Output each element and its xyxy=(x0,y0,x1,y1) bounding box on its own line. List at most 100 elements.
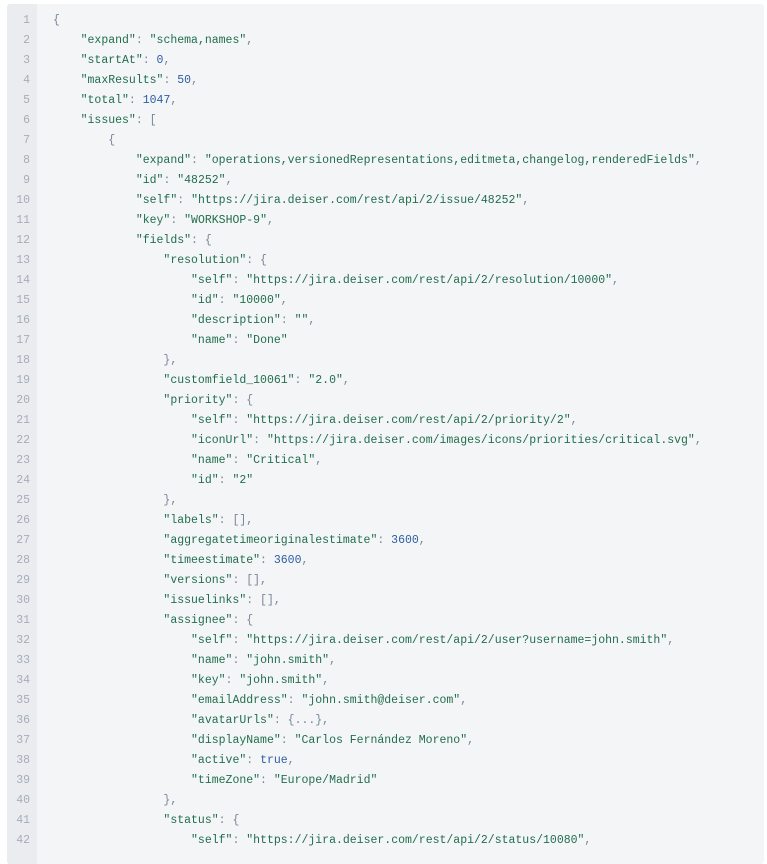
json-key: "expand" xyxy=(80,34,136,47)
json-key: "expand" xyxy=(135,154,192,167)
json-punctuation: , xyxy=(570,414,578,427)
json-punctuation: , xyxy=(163,54,171,67)
code-line: }, xyxy=(53,351,764,371)
json-number: 3600 xyxy=(391,534,419,547)
code-line: "fields": { xyxy=(53,231,764,251)
code-line: "self": "https://jira.deiser.com/rest/ap… xyxy=(53,631,764,651)
code-line: "self": "https://jira.deiser.com/rest/ap… xyxy=(53,271,764,291)
json-punctuation: { xyxy=(53,14,60,27)
json-key: "labels" xyxy=(163,514,219,527)
json-string: "Done" xyxy=(246,334,288,347)
line-number: 5 xyxy=(23,94,30,107)
code-content[interactable]: { "expand": "schema,names", "startAt": 0… xyxy=(37,4,764,864)
json-punctuation: , xyxy=(280,294,288,307)
indent xyxy=(53,94,81,107)
json-punctuation: : xyxy=(232,654,247,667)
indent xyxy=(53,214,136,227)
json-key: "self" xyxy=(135,194,178,207)
indent xyxy=(53,574,163,587)
indent xyxy=(53,414,191,427)
json-key: "self" xyxy=(191,834,233,847)
indent xyxy=(53,74,81,87)
json-key: "aggregatetimeoriginalestimate" xyxy=(163,534,378,547)
indent xyxy=(53,654,191,667)
indent xyxy=(53,794,163,807)
json-key: "id" xyxy=(191,294,219,307)
code-line: { xyxy=(53,131,764,151)
code-line: "description": "", xyxy=(53,311,764,331)
json-punctuation: : xyxy=(246,754,261,767)
json-string: "https://jira.deiser.com/rest/api/2/issu… xyxy=(191,194,523,207)
json-string: "" xyxy=(294,314,309,327)
json-punctuation: : {...}, xyxy=(273,714,330,727)
json-number: 50 xyxy=(177,74,192,87)
indent xyxy=(53,174,136,187)
line-number: 38 xyxy=(16,754,30,767)
code-line: "issues": [ xyxy=(53,111,764,131)
line-number: 27 xyxy=(16,534,30,547)
code-line: "total": 1047, xyxy=(53,91,764,111)
line-number: 32 xyxy=(16,634,30,647)
code-line: "self": "https://jira.deiser.com/rest/ap… xyxy=(53,191,764,211)
line-number: 39 xyxy=(16,774,30,787)
json-punctuation: , xyxy=(460,694,468,707)
code-line: "iconUrl": "https://jira.deiser.com/imag… xyxy=(53,431,764,451)
json-punctuation: : xyxy=(232,334,247,347)
json-key: "maxResults" xyxy=(80,74,164,87)
indent xyxy=(53,374,163,387)
json-key: "resolution" xyxy=(163,254,247,267)
json-key: "status" xyxy=(163,814,219,827)
code-line: "aggregatetimeoriginalestimate": 3600, xyxy=(53,531,764,551)
line-number: 12 xyxy=(16,234,30,247)
json-key: "id" xyxy=(135,174,164,187)
json-key: "iconUrl" xyxy=(191,434,254,447)
indent xyxy=(53,694,191,707)
code-line: "expand": "schema,names", xyxy=(53,31,764,51)
code-line: "key": "WORKSHOP-9", xyxy=(53,211,764,231)
line-number: 33 xyxy=(16,654,30,667)
line-number: 30 xyxy=(16,594,30,607)
json-punctuation: : xyxy=(232,274,247,287)
line-number: 20 xyxy=(16,394,30,407)
json-punctuation: : xyxy=(142,54,157,67)
line-number: 6 xyxy=(23,114,30,127)
line-number: 41 xyxy=(16,814,30,827)
json-punctuation: : xyxy=(253,434,267,447)
json-punctuation: : [], xyxy=(218,514,254,527)
json-string: "2.0" xyxy=(308,374,343,387)
json-key: "versions" xyxy=(163,574,233,587)
json-punctuation: : xyxy=(177,194,192,207)
json-punctuation: , xyxy=(287,754,295,767)
indent xyxy=(53,774,191,787)
json-key: "startAt" xyxy=(80,54,143,67)
json-punctuation: , xyxy=(467,734,474,747)
line-number: 42 xyxy=(16,834,30,847)
indent xyxy=(53,134,108,147)
line-number: 34 xyxy=(16,674,30,687)
json-punctuation: : xyxy=(280,314,295,327)
json-punctuation: , xyxy=(522,194,530,207)
json-punctuation: , xyxy=(667,634,675,647)
json-key: "self" xyxy=(191,414,233,427)
indent xyxy=(53,754,191,767)
code-line: "timeestimate": 3600, xyxy=(53,551,764,571)
indent xyxy=(53,194,136,207)
line-number: 37 xyxy=(16,734,30,747)
code-line: { xyxy=(53,11,764,31)
json-punctuation: , xyxy=(246,34,254,47)
json-punctuation: : xyxy=(163,174,178,187)
json-string: "Europe/Madrid" xyxy=(273,774,378,787)
indent xyxy=(53,34,81,47)
indent xyxy=(53,54,81,67)
json-punctuation: : xyxy=(170,214,185,227)
indent xyxy=(53,614,163,627)
code-line: "active": true, xyxy=(53,751,764,771)
code-line: "status": { xyxy=(53,811,764,831)
line-number: 1 xyxy=(23,14,30,27)
code-line: "id": "10000", xyxy=(53,291,764,311)
line-number: 17 xyxy=(16,334,30,347)
code-line: "expand": "operations,versionedRepresent… xyxy=(53,151,764,171)
code-line: "displayName": "Carlos Fernández Moreno"… xyxy=(53,731,764,751)
json-punctuation: : xyxy=(260,774,274,787)
indent xyxy=(53,814,163,827)
